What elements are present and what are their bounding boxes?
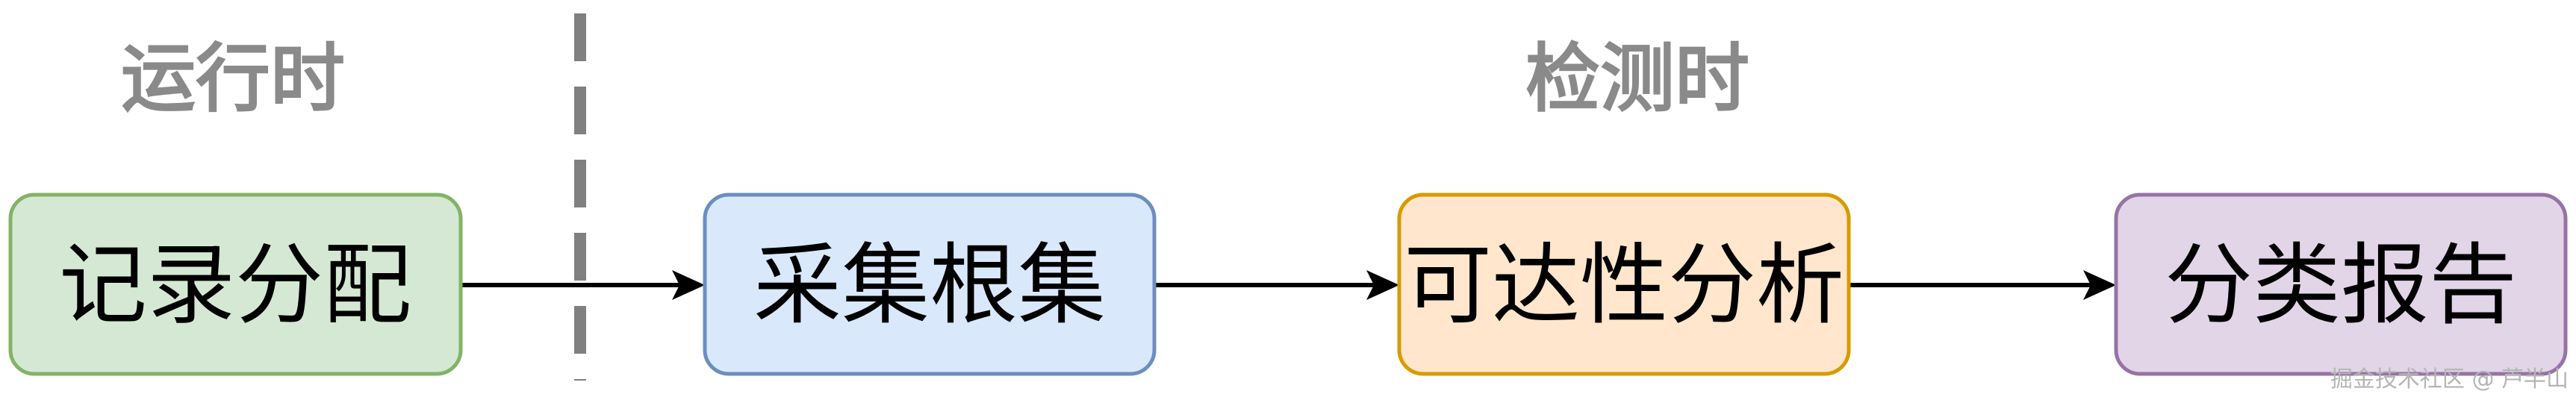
node-reachability-analysis: 可达性分析 — [1397, 193, 1851, 376]
node-label: 记录分配 — [59, 234, 411, 337]
node-box — [1397, 193, 1851, 376]
arrowhead-icon — [1366, 270, 1399, 300]
node-label: 采集根集 — [753, 234, 1106, 337]
node-box — [2114, 193, 2568, 376]
arrowhead-icon — [2083, 270, 2116, 300]
node-record-allocation: 记录分配 — [8, 193, 463, 376]
arrowhead-icon — [672, 270, 705, 300]
node-classification-report: 分类报告 — [2114, 193, 2568, 376]
watermark: 掘金技术社区 @ 芦半山 — [2330, 366, 2569, 393]
node-box — [8, 193, 463, 376]
connectors — [461, 270, 2116, 300]
node-label: 可达性分析 — [1404, 234, 1844, 337]
phase-label-detection: 检测时 — [1525, 35, 1749, 122]
node-box — [703, 193, 1157, 376]
node-label: 分类报告 — [2165, 234, 2517, 337]
node-collect-root-set: 采集根集 — [703, 193, 1157, 376]
phase-label-runtime: 运行时 — [121, 35, 345, 122]
